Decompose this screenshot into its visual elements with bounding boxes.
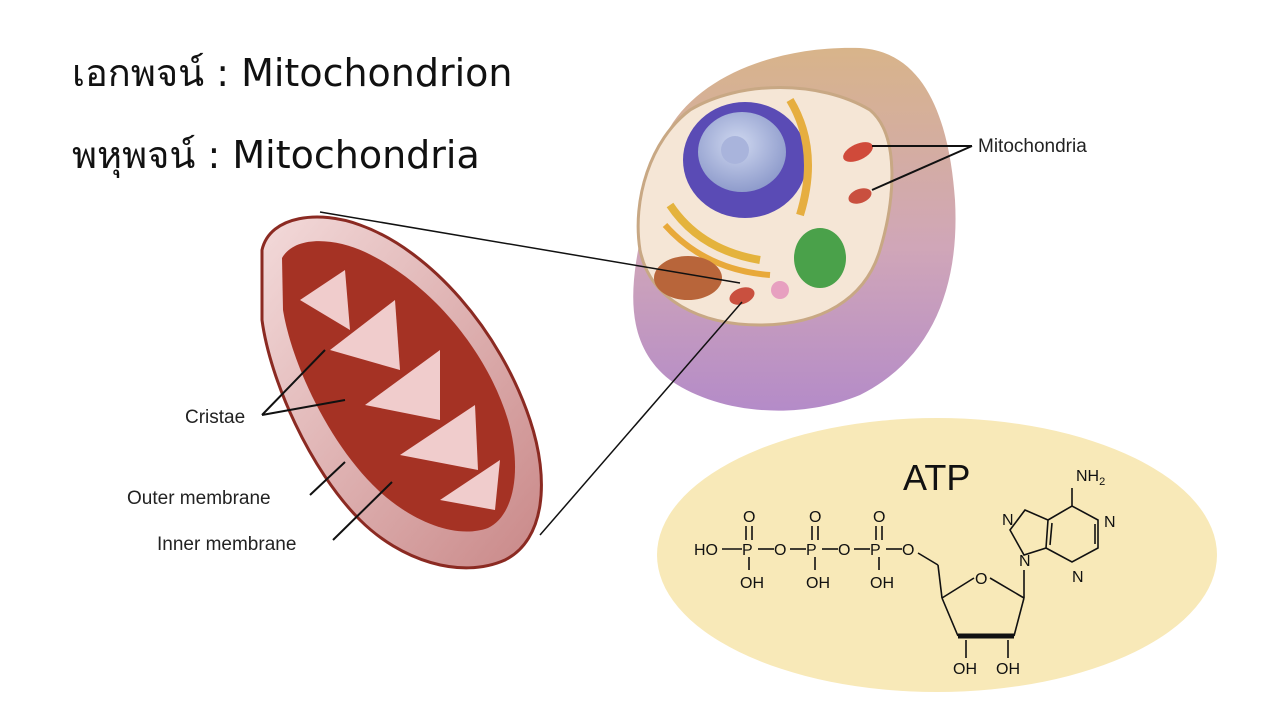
atom-oh-ribose-2: OH — [996, 661, 1020, 678]
atom-n1: N — [1104, 514, 1116, 531]
atom-n3: N — [1072, 569, 1084, 586]
atom-o-top-3: O — [873, 509, 885, 526]
mitochondrion — [260, 215, 543, 570]
label-outer-membrane: Outer membrane — [127, 488, 271, 509]
cell-mitochondrion-2 — [848, 188, 872, 204]
atom-p-2: P — [806, 542, 817, 559]
cristae-pointer-2 — [261, 399, 346, 416]
atom-oh-1: OH — [740, 575, 764, 592]
pointer-line-2 — [871, 145, 973, 191]
atp-panel: ATP HO P O P O P O O O O OH OH OH — [657, 418, 1217, 692]
atom-oh-2: OH — [806, 575, 830, 592]
atom-p-1: P — [742, 542, 753, 559]
inner-membrane-pointer — [332, 481, 393, 541]
atom-ho: HO — [694, 542, 718, 559]
crista-fold-5 — [440, 460, 500, 510]
crista-fold-4 — [400, 405, 478, 470]
cell-mitochondrion-3 — [729, 287, 755, 305]
atom-oh-3: OH — [870, 575, 894, 592]
crista-fold-2 — [330, 300, 400, 370]
atom-o-bridge-2: O — [838, 542, 850, 559]
label-mitochondria: Mitochondria — [978, 136, 1087, 157]
atom-o-top-2: O — [809, 509, 821, 526]
label-inner-membrane: Inner membrane — [157, 534, 296, 555]
heading-singular: เอกพจน์ : Mitochondrion — [72, 51, 513, 95]
crista-fold-1 — [300, 270, 350, 330]
nucleolus — [721, 136, 749, 164]
zoom-line-top — [319, 211, 741, 284]
atom-o-bridge-3: O — [902, 542, 914, 559]
atom-n7: N — [1002, 512, 1014, 529]
cristae-pointer-1 — [261, 349, 326, 416]
atom-o-top-1: O — [743, 509, 755, 526]
phosphate-chain — [722, 526, 943, 599]
zoom-line-bottom — [539, 301, 743, 536]
er-strand — [786, 97, 812, 217]
green-organelle — [794, 228, 846, 288]
atom-n9: N — [1019, 553, 1031, 570]
atom-p-3: P — [870, 542, 881, 559]
outer-membrane-pointer — [309, 461, 346, 496]
crista-fold-3 — [365, 350, 440, 420]
pink-vesicle — [771, 281, 789, 299]
atom-oh-ribose-1: OH — [953, 661, 977, 678]
atom-nh2: NH2 — [1076, 468, 1105, 488]
label-cristae: Cristae — [185, 407, 245, 428]
cell-mitochondrion-1 — [843, 142, 873, 162]
endoplasmic-reticulum — [662, 223, 771, 278]
atom-o-ring: O — [975, 571, 987, 588]
adenine-rings — [1009, 488, 1099, 563]
brown-organelle — [654, 256, 722, 300]
animal-cell — [633, 47, 956, 411]
atp-title: ATP — [903, 457, 970, 498]
atp-background — [657, 418, 1217, 692]
ribose-ring — [941, 570, 1025, 658]
atom-o-bridge-1: O — [774, 542, 786, 559]
golgi-apparatus — [666, 202, 761, 264]
heading-plural: พหุพจน์ : Mitochondria — [72, 133, 480, 177]
